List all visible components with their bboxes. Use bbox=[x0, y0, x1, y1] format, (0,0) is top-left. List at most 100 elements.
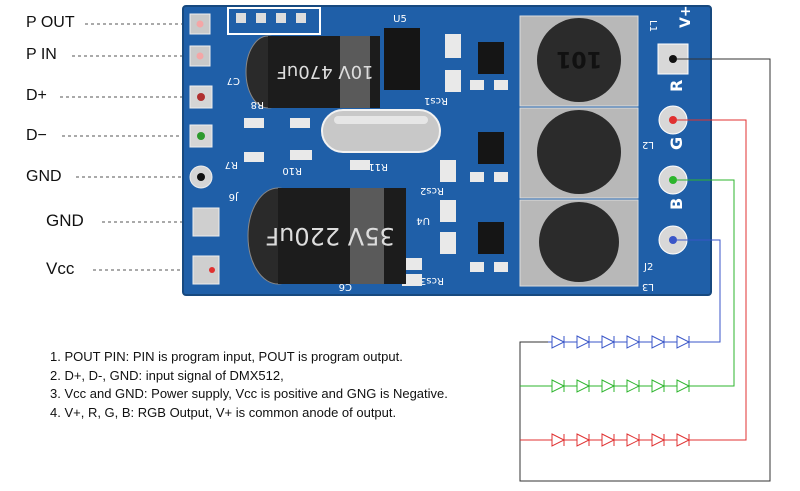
label-pout: P OUT bbox=[26, 14, 75, 31]
inductor-l3: L3 J2 bbox=[519, 199, 654, 292]
smd-1 bbox=[244, 118, 264, 128]
pad-pin-hole bbox=[196, 52, 204, 60]
smd-parts bbox=[244, 34, 461, 286]
header-pin-2 bbox=[256, 13, 266, 23]
l1-label: L1 bbox=[647, 20, 658, 32]
r-col-6 bbox=[494, 262, 508, 272]
smd-2 bbox=[290, 118, 310, 128]
led-red-1 bbox=[551, 433, 566, 447]
led-blue-3 bbox=[601, 335, 616, 349]
label-b: B bbox=[667, 198, 686, 210]
label-j6: J6 bbox=[229, 191, 239, 202]
pad-gnd-signal-hole bbox=[197, 173, 205, 181]
header-outline bbox=[227, 7, 321, 35]
q3 bbox=[478, 222, 504, 254]
output-wires bbox=[519, 58, 771, 482]
wire-g bbox=[677, 179, 735, 387]
note-2: 2. D+, D-, GND: input signal of DMX512, bbox=[50, 367, 284, 383]
label-u4: U4 bbox=[416, 215, 430, 226]
label-dminus: D− bbox=[26, 127, 47, 144]
led-blue-1 bbox=[551, 335, 566, 349]
led-green-2 bbox=[576, 379, 591, 393]
cap2-body bbox=[278, 188, 406, 284]
smd-11 bbox=[402, 258, 422, 270]
led-red-4 bbox=[626, 433, 641, 447]
l2-label: L2 bbox=[642, 139, 654, 150]
wire-r bbox=[677, 119, 747, 441]
l3-label: L3 bbox=[642, 281, 654, 292]
label-c7: C7 bbox=[227, 75, 240, 86]
l2-core bbox=[537, 110, 621, 194]
pad-pout-hole bbox=[196, 20, 204, 28]
note-1: 1. POUT PIN: PIN is program input, POUT … bbox=[50, 349, 403, 364]
label-gnd-signal: GND bbox=[26, 168, 62, 185]
output-pads: V+ R G B bbox=[657, 5, 694, 255]
crystal bbox=[321, 109, 441, 153]
smd-6 bbox=[445, 34, 461, 58]
led-red-6 bbox=[676, 433, 691, 447]
q1 bbox=[478, 42, 504, 74]
smd-5 bbox=[350, 160, 370, 170]
cap1-stripe bbox=[340, 36, 370, 108]
inductor-l1: 101 L1 bbox=[519, 15, 658, 107]
note-4: 4. V+, R, G, B: RGB Output, V+ is common… bbox=[50, 404, 397, 420]
led-red-5 bbox=[651, 433, 666, 447]
r-col-4 bbox=[494, 172, 508, 182]
led-blue-6 bbox=[676, 335, 691, 349]
r-col-1 bbox=[470, 80, 484, 90]
top-header bbox=[227, 7, 321, 35]
label-r7: R7 bbox=[225, 159, 238, 170]
led-strings bbox=[548, 335, 700, 447]
pad-b-hole bbox=[669, 236, 677, 244]
j2-label: J2 bbox=[643, 262, 653, 273]
cap1-text: 10V 470uF bbox=[276, 61, 373, 82]
l3-core bbox=[539, 202, 619, 282]
label-g: G bbox=[667, 137, 686, 150]
smd-12 bbox=[402, 274, 422, 286]
u5-label: U5 bbox=[393, 14, 407, 25]
led-red-2 bbox=[576, 433, 591, 447]
pad-vcc bbox=[192, 255, 220, 285]
left-pads bbox=[189, 13, 220, 285]
pad-gnd-power bbox=[192, 207, 220, 237]
wire-b bbox=[677, 239, 721, 343]
pcb-shade bbox=[182, 5, 712, 296]
inductor-l2: L2 bbox=[519, 107, 654, 199]
label-vcc: Vcc bbox=[46, 259, 75, 278]
label-c6: C6 bbox=[339, 281, 352, 292]
pad-dminus-hole bbox=[197, 132, 205, 140]
notes-list: 1. POUT PIN: PIN is program input, POUT … bbox=[50, 348, 448, 422]
led-blue-2 bbox=[576, 335, 591, 349]
led-green-1 bbox=[551, 379, 566, 393]
label-rcs3: Rcs3 bbox=[420, 275, 444, 286]
led-blue-5 bbox=[651, 335, 666, 349]
label-r10: R10 bbox=[282, 165, 302, 176]
pad-dplus-hole bbox=[197, 93, 205, 101]
leader-lines bbox=[60, 23, 198, 271]
cap2-text: 35V 220uF bbox=[265, 222, 394, 250]
r-col-2 bbox=[494, 80, 508, 90]
l1-code: 101 bbox=[556, 46, 602, 71]
smd-3 bbox=[244, 152, 264, 162]
smd-7 bbox=[445, 70, 461, 92]
chip-u5: U5 bbox=[384, 14, 420, 90]
label-pin: P IN bbox=[26, 46, 57, 63]
smd-9 bbox=[440, 200, 456, 222]
header-pin-3 bbox=[276, 13, 286, 23]
cap2-stripe bbox=[350, 188, 384, 284]
label-dplus: D+ bbox=[26, 87, 47, 104]
u5-body bbox=[384, 28, 420, 90]
capacitor-c6: 35V 220uF bbox=[247, 187, 406, 285]
label-r8: R8 bbox=[251, 99, 264, 110]
label-rcs1: Rcs1 bbox=[424, 95, 448, 106]
label-vplus: V+ bbox=[678, 5, 694, 28]
label-r11: R11 bbox=[368, 161, 388, 172]
pad-vplus-hole bbox=[669, 55, 677, 63]
r-col-3 bbox=[470, 172, 484, 182]
header-pin-1 bbox=[236, 13, 246, 23]
led-green-6 bbox=[676, 379, 691, 393]
note-3: 3. Vcc and GND: Power supply, Vcc is pos… bbox=[50, 386, 448, 401]
led-green-5 bbox=[651, 379, 666, 393]
pad-g-hole bbox=[669, 176, 677, 184]
